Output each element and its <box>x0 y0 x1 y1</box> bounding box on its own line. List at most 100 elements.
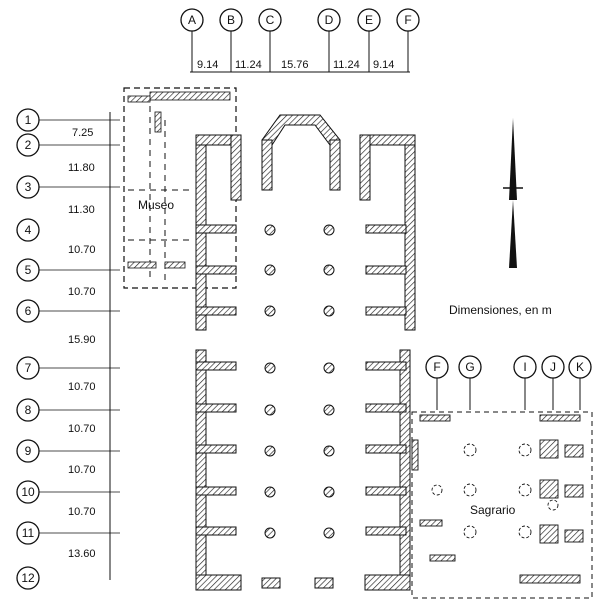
axis-bubble-2: 2 <box>16 133 120 157</box>
axis-label-a: A <box>188 13 196 27</box>
column-spacing-b-c: 11.24 <box>235 59 262 71</box>
sagrario-wall <box>564 484 584 498</box>
sagrario-axis-bubbles: F G I J K <box>425 355 592 410</box>
axis-bubble-f: F <box>396 8 420 72</box>
column <box>264 527 276 539</box>
apse <box>261 114 341 146</box>
axis-label-e: E <box>365 13 373 27</box>
sagrario-column <box>518 483 532 497</box>
column <box>323 404 335 416</box>
axis-label-3: 3 <box>25 180 32 194</box>
sagrario-wall <box>539 439 559 459</box>
sagrario-axis-label-j: J <box>550 360 556 374</box>
units-note: Dimensiones, en m <box>449 303 552 317</box>
sagrario-wall <box>429 554 456 562</box>
column-spacing-a-b: 9.14 <box>197 59 218 71</box>
sagrario-axis-label-k: K <box>576 360 584 374</box>
sagrario-axis-label-f: F <box>433 360 440 374</box>
axis-label-8: 8 <box>25 403 32 417</box>
left-wall-lower <box>195 349 207 591</box>
sagrario-wall <box>419 519 443 527</box>
left-buttress <box>195 403 237 413</box>
axis-bubble-a: A <box>180 8 204 72</box>
column-axis-bubbles: A B C D E F <box>180 8 420 72</box>
museo-annex: Museo <box>123 87 237 289</box>
left-buttress <box>195 265 237 275</box>
column <box>264 264 276 276</box>
axis-label-f: F <box>404 13 411 27</box>
row-spacing-3-4: 11.30 <box>68 204 95 216</box>
sagrario-column <box>518 443 532 457</box>
axis-bubble-e: E <box>357 8 381 72</box>
sagrario-wall <box>519 574 581 584</box>
sagrario-axis-label-g: G <box>465 360 474 374</box>
right-foot <box>364 574 411 591</box>
column <box>323 305 335 317</box>
sagrario-column <box>463 483 477 497</box>
axis-bubble-10: 10 <box>16 480 120 504</box>
right-wall-lower <box>399 349 411 591</box>
row-spacing-2-3: 11.80 <box>68 162 95 174</box>
right-buttress <box>365 403 407 413</box>
sagrario-bubble-j: J <box>541 355 565 410</box>
axis-bubble-d: D <box>317 8 341 72</box>
row-spacing-11-12: 13.60 <box>68 548 96 560</box>
row-spacing-9-10: 10.70 <box>68 464 96 476</box>
sagrario-bubble-g: G <box>458 355 482 410</box>
column <box>323 486 335 498</box>
row-spacing-8-9: 10.70 <box>68 423 96 435</box>
row-axis-bubbles: 1 2 3 4 5 6 7 <box>16 108 120 590</box>
column <box>264 224 276 236</box>
axis-bubble-7: 7 <box>16 356 120 380</box>
column <box>323 224 335 236</box>
column <box>323 445 335 457</box>
sagrario-column <box>518 525 532 539</box>
row-spacing-1-2: 7.25 <box>72 127 93 139</box>
axis-bubble-3: 3 <box>16 175 120 199</box>
column <box>264 404 276 416</box>
column <box>264 305 276 317</box>
sagrario-bubble-k: K <box>568 355 592 410</box>
right-buttress <box>365 265 407 275</box>
column <box>264 445 276 457</box>
row-spacing-10-11: 10.70 <box>68 506 96 518</box>
axis-label-12: 12 <box>21 571 35 585</box>
axis-label-d: D <box>325 13 334 27</box>
axis-bubble-11: 11 <box>16 521 120 545</box>
west-pier <box>314 577 334 589</box>
sagrario-column <box>547 499 559 511</box>
apse-right-pier <box>329 139 341 191</box>
sagrario-wall <box>411 439 419 471</box>
axis-bubble-9: 9 <box>16 439 120 463</box>
sagrario-wall <box>539 479 559 499</box>
axis-label-6: 6 <box>25 304 32 318</box>
left-foot <box>195 574 242 591</box>
column-dimension-line: 9.14 11.24 15.76 11.24 9.14 <box>190 59 410 73</box>
sagrario-column <box>463 443 477 457</box>
row-spacing-6-7: 15.90 <box>68 334 96 346</box>
right-buttress <box>365 224 407 234</box>
left-buttress <box>195 224 237 234</box>
axis-bubble-c: C <box>258 8 282 72</box>
right-buttress <box>365 486 407 496</box>
north-arrow-icon <box>503 118 523 268</box>
axis-bubble-1: 1 <box>16 108 120 132</box>
axis-label-b: B <box>227 13 235 27</box>
axis-label-9: 9 <box>25 444 32 458</box>
cathedral-walls <box>195 114 416 591</box>
museo-label: Museo <box>138 198 174 212</box>
sagrario-wall <box>564 444 584 458</box>
sagrario-wall <box>419 414 451 422</box>
column-spacing-e-f: 9.14 <box>373 59 394 71</box>
right-buttress <box>365 361 407 371</box>
axis-label-1: 1 <box>25 113 32 127</box>
left-buttress <box>195 306 237 316</box>
sagrario-plan: Sagrario <box>411 411 593 599</box>
axis-label-11: 11 <box>22 526 35 540</box>
axis-label-c: C <box>266 13 275 27</box>
axis-bubble-5: 5 <box>16 258 120 282</box>
sagrario-wall <box>564 529 584 543</box>
sagrario-axis-label-i: I <box>523 360 526 374</box>
right-buttress <box>365 444 407 454</box>
